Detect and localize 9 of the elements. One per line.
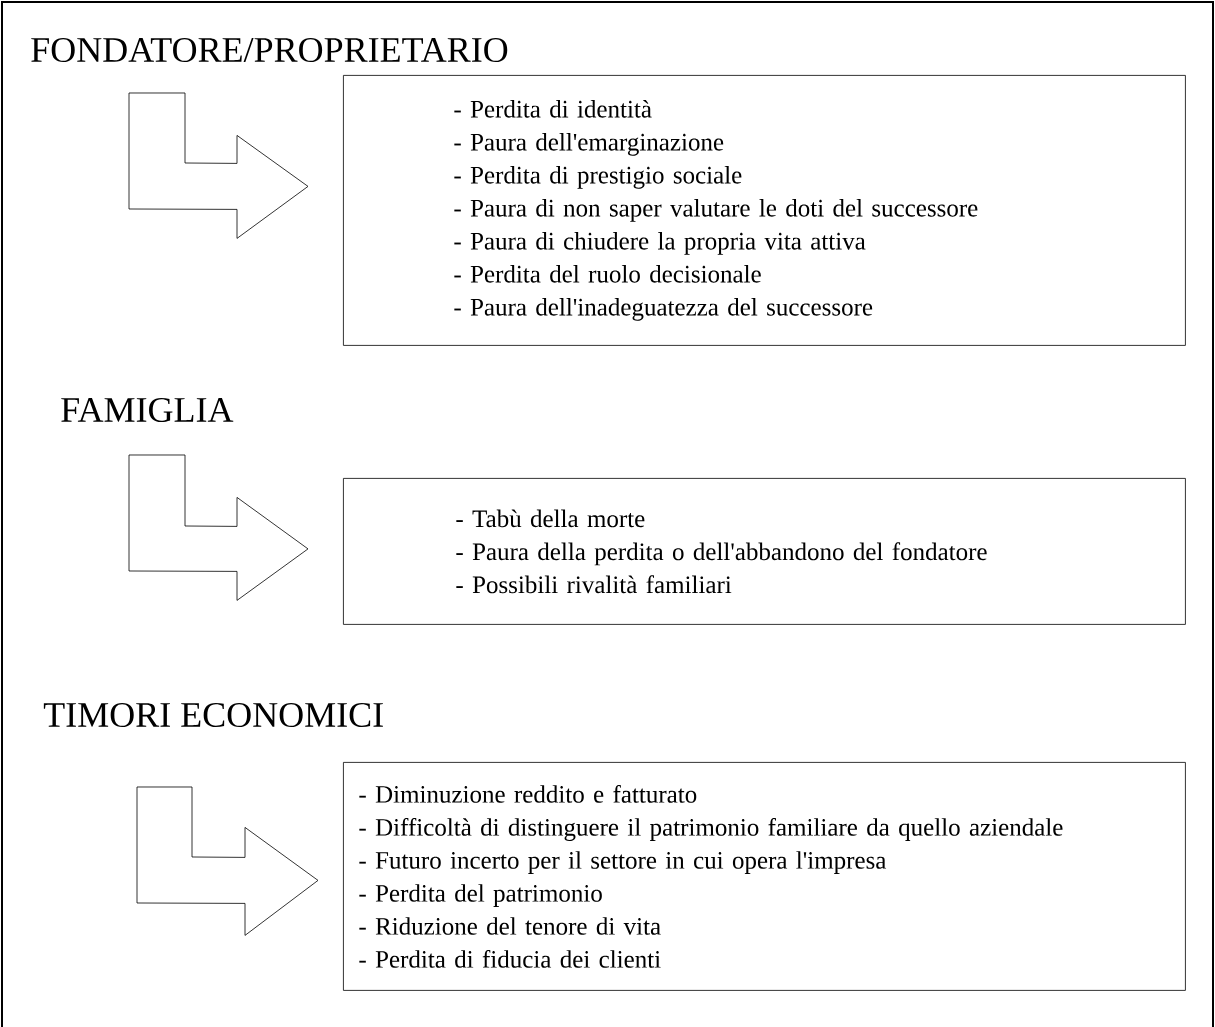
list-box: - Tabù della morte - Paura della perdita o dell'abbandono del fondatore - Possibili rivalità familiari [343, 478, 1186, 625]
bent-arrow [128, 454, 309, 601]
bent-arrow [128, 92, 309, 239]
bent-arrow [136, 786, 319, 936]
list-box: - Perdita di identità - Paura dell'emarginazione - Perdita di prestigio sociale - Paura di non saper valutare le doti del successore - Paura di chiudere la propria vita attiva - Perdita del ruolo decisionale - Paura dell'inadeguatezza del successore [343, 75, 1186, 346]
heading: FAMIGLIA [61, 397, 234, 423]
heading: TIMORI ECONOMICI [43, 702, 383, 728]
list-box: - Diminuzione reddito e fatturato - Difficoltà di distinguere il patrimonio familiare da quello aziendale - Futuro incerto per il settore in cui opera l'impresa - Perdita del patrimonio - Riduzione del tenore di vita - Perdita di fiducia dei clienti [343, 762, 1186, 991]
heading: FONDATORE/PROPRIETARIO [31, 37, 508, 63]
